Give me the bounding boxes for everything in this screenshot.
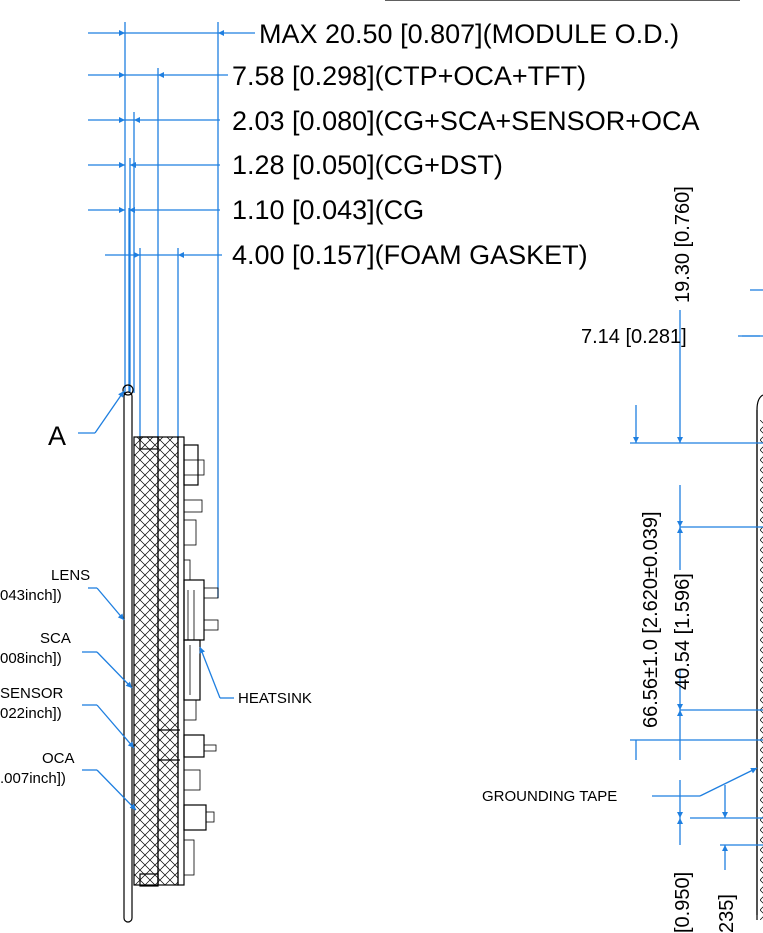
module-side-view bbox=[122, 384, 219, 923]
sensor-label: SENSOR bbox=[0, 685, 64, 702]
dim-foam-gasket: 4.00 [0.157](FOAM GASKET) bbox=[232, 240, 588, 270]
dim-cg: 1.10 [0.043](CG bbox=[232, 195, 424, 225]
dim-cg-dst: 1.28 [0.050](CG+DST) bbox=[232, 150, 503, 180]
lens-thickness: 043inch]) bbox=[0, 587, 62, 604]
oca-label: OCA bbox=[42, 750, 75, 767]
sca-thickness: 008inch]) bbox=[0, 650, 62, 667]
dim-ctp-oca-tft: 7.58 [0.298](CTP+OCA+TFT) bbox=[232, 61, 586, 91]
dim-0-950: [0.950] bbox=[672, 872, 694, 933]
dim-19-30: 19.30 [0.760] bbox=[672, 186, 694, 303]
lens-label: LENS bbox=[51, 567, 90, 584]
dim-cg-sca-sensor-oca: 2.03 [0.080](CG+SCA+SENSOR+OCA bbox=[232, 106, 699, 136]
oca-thickness: .007inch]) bbox=[0, 770, 66, 787]
left-callouts bbox=[82, 587, 137, 811]
dim-66-56: 66.56±1.0 [2.620±0.039] bbox=[640, 511, 662, 728]
dim-235: 235] bbox=[716, 894, 738, 933]
dim-40-54: 40.54 [1.596] bbox=[672, 573, 694, 690]
dim-max-od: MAX 20.50 [0.807](MODULE O.D.) bbox=[259, 19, 679, 49]
grounding-tape-label: GROUNDING TAPE bbox=[482, 788, 617, 805]
detail-a-label: A bbox=[48, 421, 66, 451]
dimension-lines-top bbox=[88, 22, 255, 598]
heatsink-label: HEATSINK bbox=[238, 690, 312, 707]
dim-7-14: 7.14 [0.281] bbox=[581, 326, 687, 348]
sca-label: SCA bbox=[40, 630, 71, 647]
sensor-thickness: 022inch]) bbox=[0, 705, 62, 722]
